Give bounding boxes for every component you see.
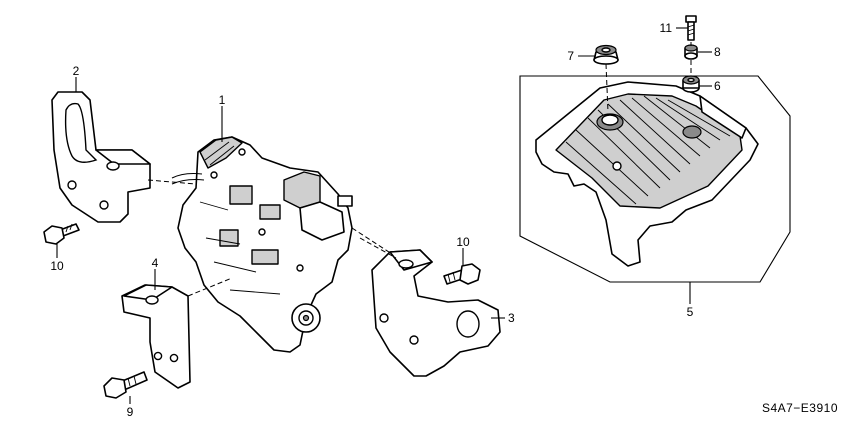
callout-5: 5 bbox=[687, 305, 694, 319]
bolt-11 bbox=[685, 15, 697, 41]
leaders bbox=[56, 27, 791, 404]
callout-2: 2 bbox=[73, 64, 80, 78]
callout-4: 4 bbox=[152, 256, 159, 270]
nut-6 bbox=[682, 75, 700, 93]
bracket-right bbox=[371, 249, 501, 377]
callout-3: 3 bbox=[508, 311, 515, 325]
diagram-code: S4A7−E3910 bbox=[762, 401, 838, 415]
callout-9: 9 bbox=[127, 405, 134, 419]
bracket-left-lower bbox=[121, 284, 191, 389]
callout-10-right: 10 bbox=[456, 235, 470, 249]
engine-assembly bbox=[171, 136, 353, 353]
washer-8 bbox=[684, 44, 698, 60]
bolt-10-right bbox=[443, 263, 481, 285]
callout-7: 7 bbox=[567, 49, 574, 63]
bracket-left-upper bbox=[51, 91, 151, 223]
callout-1: 1 bbox=[219, 93, 226, 107]
callout-6: 6 bbox=[714, 79, 721, 93]
callout-10-left: 10 bbox=[50, 259, 64, 273]
callout-11: 11 bbox=[660, 21, 673, 35]
grommet-7 bbox=[593, 44, 619, 65]
bolt-10-left bbox=[43, 223, 80, 245]
bolt-9 bbox=[103, 371, 148, 399]
engine-cover bbox=[535, 81, 759, 267]
callout-8: 8 bbox=[714, 45, 721, 59]
